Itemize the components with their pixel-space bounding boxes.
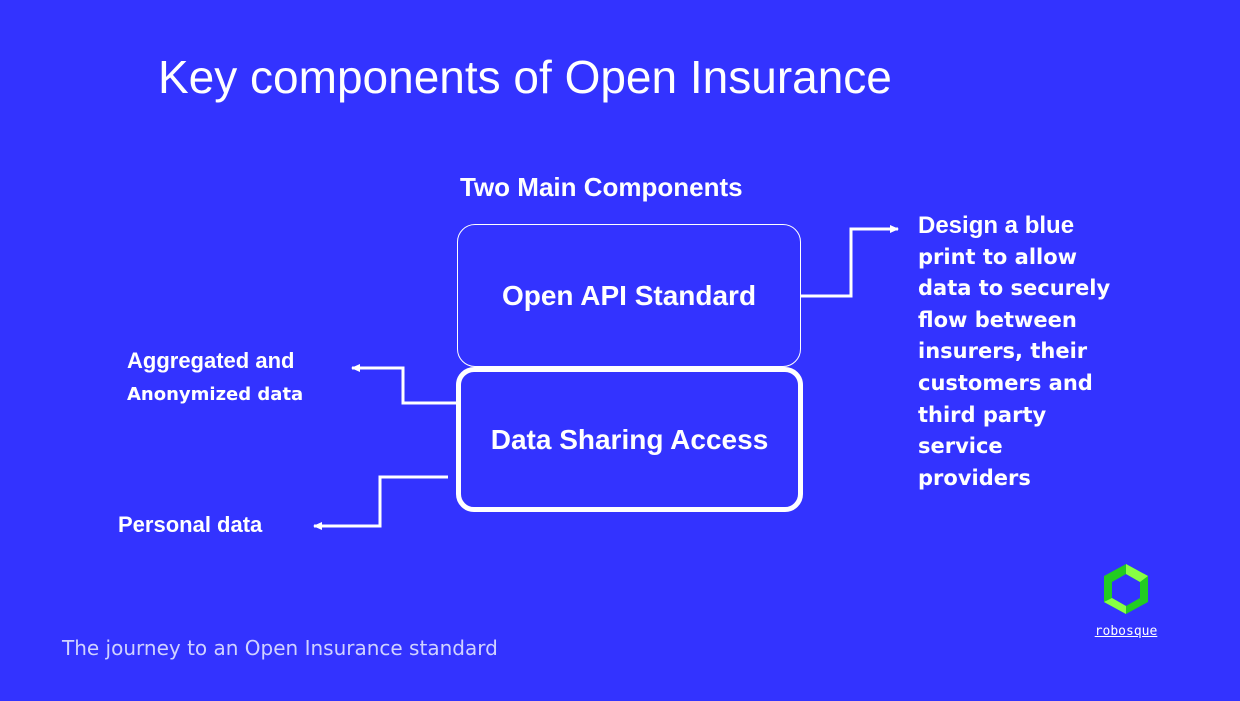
data-sharing-access-box: Data Sharing Access [456, 367, 803, 512]
arrow-to-design-note [801, 225, 899, 298]
hexagon-logo-icon [1104, 564, 1148, 614]
components-heading: Two Main Components [460, 172, 743, 202]
footer-text: The journey to an Open Insurance standar… [62, 636, 498, 660]
data-sharing-access-label: Data Sharing Access [490, 423, 769, 455]
logo-text: robosque [1094, 624, 1158, 639]
arrow-to-aggregated [351, 364, 456, 405]
open-api-standard-box: Open API Standard [457, 224, 801, 367]
design-note-body: print to allow data to securely flow bet… [918, 244, 1111, 490]
design-note-first-line: Design a blue [918, 212, 1075, 239]
design-blueprint-note: Design a blue print to allow data to sec… [918, 210, 1118, 494]
personal-data-note: Personal data [118, 512, 263, 537]
arrow-to-personal [313, 475, 448, 530]
slide-title: Key components of Open Insurance [158, 51, 892, 103]
logo-wordmark: robosque [1086, 624, 1166, 639]
aggregated-note-line1: Aggregated and [127, 348, 295, 373]
open-api-standard-label: Open API Standard [501, 279, 757, 311]
aggregated-note-line2: Anonymized data [127, 384, 304, 405]
